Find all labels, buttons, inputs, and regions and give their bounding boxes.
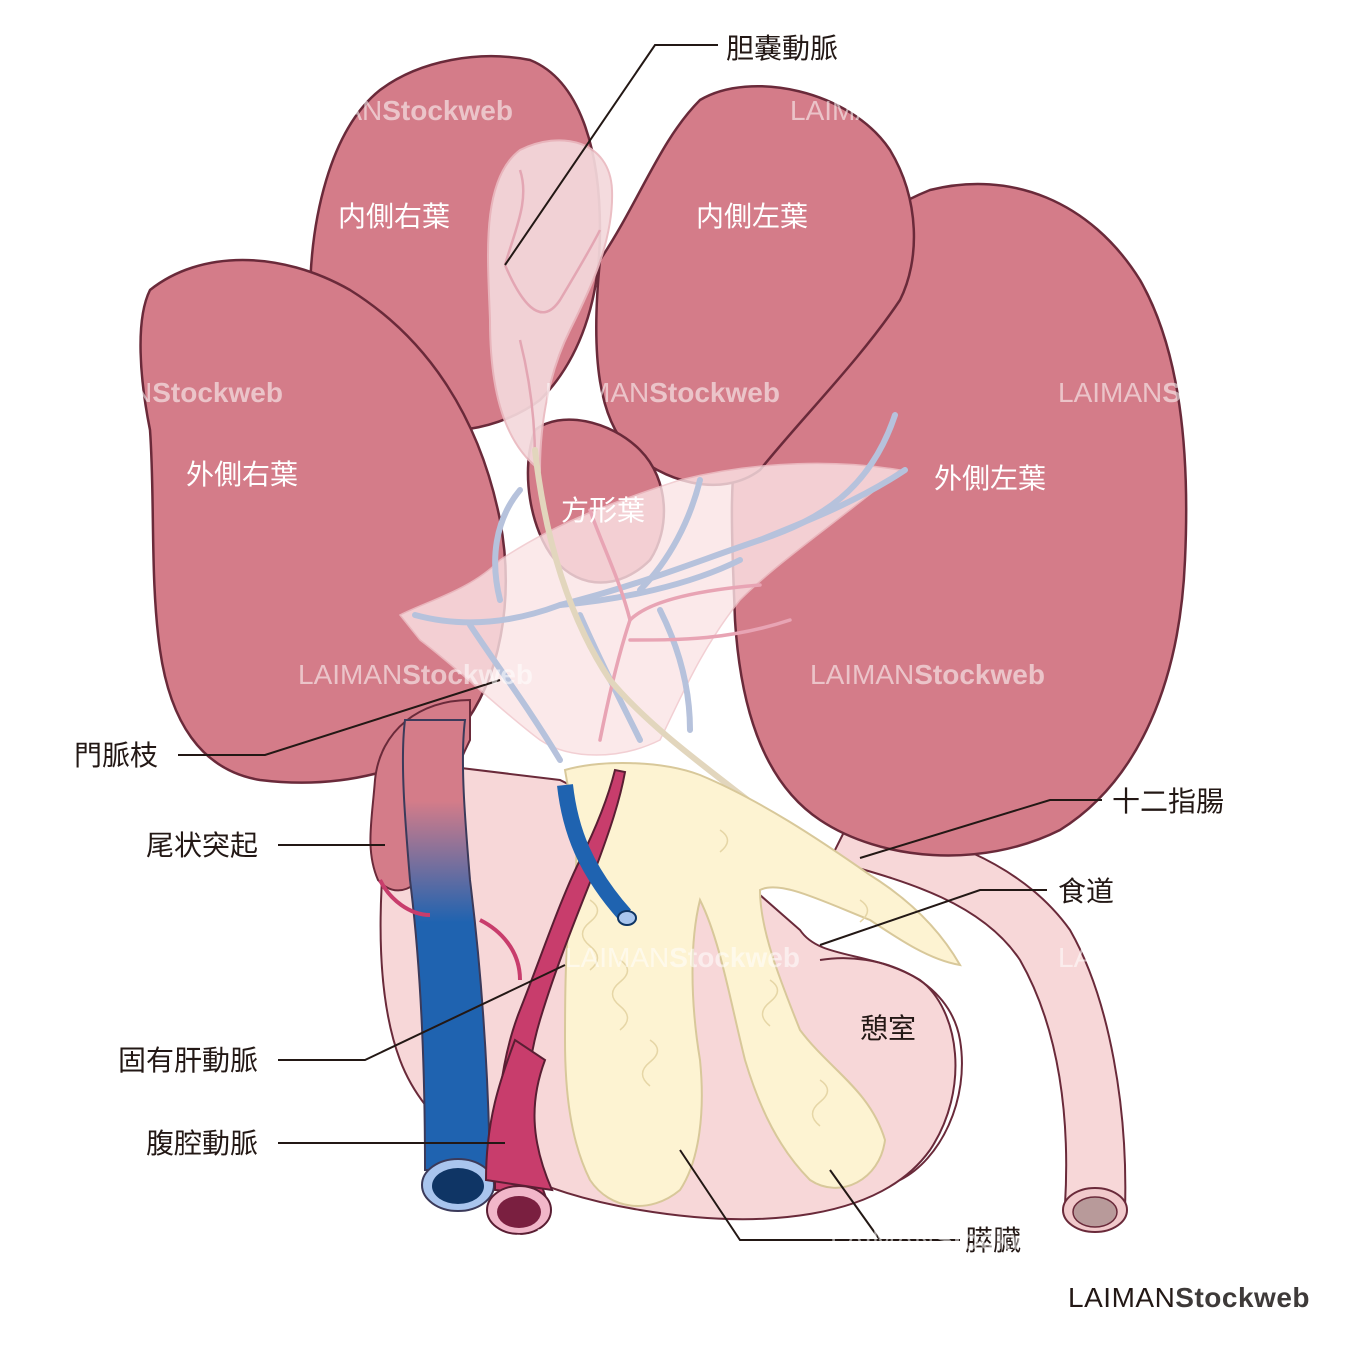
watermarks: LAIMANStockweb LAIMANStockweb LAIMANStoc… <box>48 95 1293 1255</box>
watermark: LAIMANStockweb <box>48 377 283 408</box>
label-medial-right-lobe: 内側右葉 <box>338 200 450 233</box>
label-portal-branch: 門脈枝 <box>74 739 158 772</box>
watermark: LAIMANStockweb <box>48 942 283 973</box>
hepatic-artery-loop <box>378 879 522 981</box>
label-pancreas: 膵臓 <box>965 1224 1021 1257</box>
celiac-lumen-inner <box>497 1196 541 1228</box>
watermark: LAIMANStockweb <box>790 95 1025 126</box>
watermark: LAIMANStockweb <box>298 659 533 690</box>
label-medial-left-lobe: 内側左葉 <box>696 200 808 233</box>
leader-cystic-artery <box>504 44 718 266</box>
diverticulum-outline <box>819 957 963 1181</box>
tube-lumen-inner <box>1072 1196 1118 1228</box>
portal-vein <box>557 784 631 921</box>
leader-proper-hepatic-artery <box>278 964 566 1061</box>
label-lateral-left-lobe: 外側左葉 <box>934 462 1046 495</box>
portal-branches <box>412 412 908 763</box>
leader-duodenum <box>859 799 1102 859</box>
label-esophagus: 食道 <box>1058 875 1114 908</box>
label-duodenum: 十二指腸 <box>1112 785 1224 818</box>
cystic-artery-vessel <box>503 169 602 461</box>
label-lateral-right-lobe: 外側右葉 <box>186 458 298 491</box>
celiac-artery-stem <box>484 1038 554 1192</box>
label-forestomach: 憩室 <box>860 1012 916 1045</box>
watermark: LAIMANStockweb <box>565 942 800 973</box>
watermark: LAIMANStockweb <box>1058 942 1293 973</box>
label-celiac-artery: 腹腔動脈 <box>146 1127 258 1160</box>
brand-part1: LAIMAN <box>1068 1282 1176 1313</box>
watermark: LAIMANStockweb <box>810 659 1045 690</box>
watermark: LAIMANStockweb <box>1058 377 1293 408</box>
vena-cava-lumen-inner <box>432 1168 484 1204</box>
watermark: LAIMANStockweb <box>278 95 513 126</box>
leader-pancreas <box>679 1149 960 1241</box>
brand-logo: LAIMANStockweb <box>1068 1282 1310 1314</box>
watermark: LAIMANStockweb <box>545 377 780 408</box>
leader-portal-branch <box>178 679 501 756</box>
watermark: LAIMANStockweb <box>318 1224 553 1255</box>
hepatic-artery-branches <box>588 508 792 742</box>
label-cystic-artery: 胆嚢動脈 <box>726 32 838 65</box>
label-caudate-process: 尾状突起 <box>146 829 258 862</box>
leader-esophagus <box>819 889 1047 946</box>
brand-part2: Stockweb <box>1175 1282 1310 1313</box>
label-proper-hepatic-artery: 固有肝動脈 <box>118 1044 258 1077</box>
watermark: LAIMANStockweb <box>830 1224 1065 1255</box>
label-quadrate-lobe: 方形葉 <box>561 494 645 527</box>
pancreas-body <box>563 762 962 1207</box>
portal-vein-end <box>617 910 637 926</box>
pancreas-lobules <box>581 829 869 1127</box>
gallbladder <box>487 139 614 473</box>
